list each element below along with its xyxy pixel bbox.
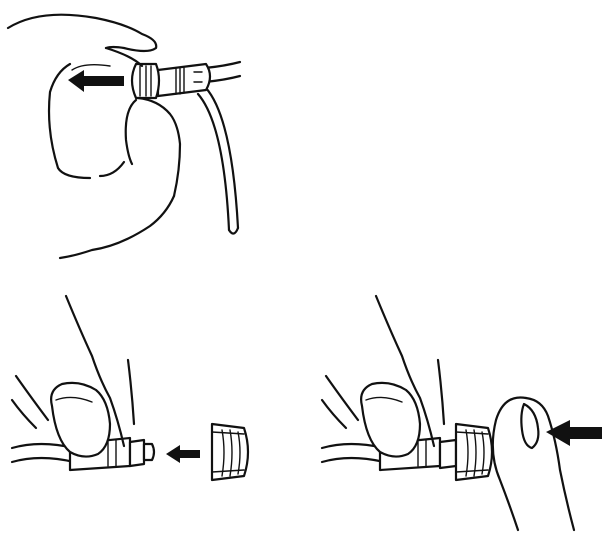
arrow-left-icon: [546, 420, 602, 446]
cap: [454, 422, 494, 482]
hand: [320, 294, 446, 458]
hand: [6, 13, 182, 260]
pressing-finger: [491, 396, 600, 532]
panel-align-cap: [10, 294, 250, 482]
cap: [130, 62, 161, 100]
connector-hub: [68, 436, 156, 472]
arrow-left-icon: [68, 70, 124, 92]
panel-remove-cap: [6, 13, 242, 260]
panel-press-cap-on: [320, 294, 602, 532]
hand: [10, 294, 136, 458]
cap: [210, 422, 250, 482]
arrow-left-icon: [166, 445, 200, 463]
connector-hub: [156, 62, 212, 98]
